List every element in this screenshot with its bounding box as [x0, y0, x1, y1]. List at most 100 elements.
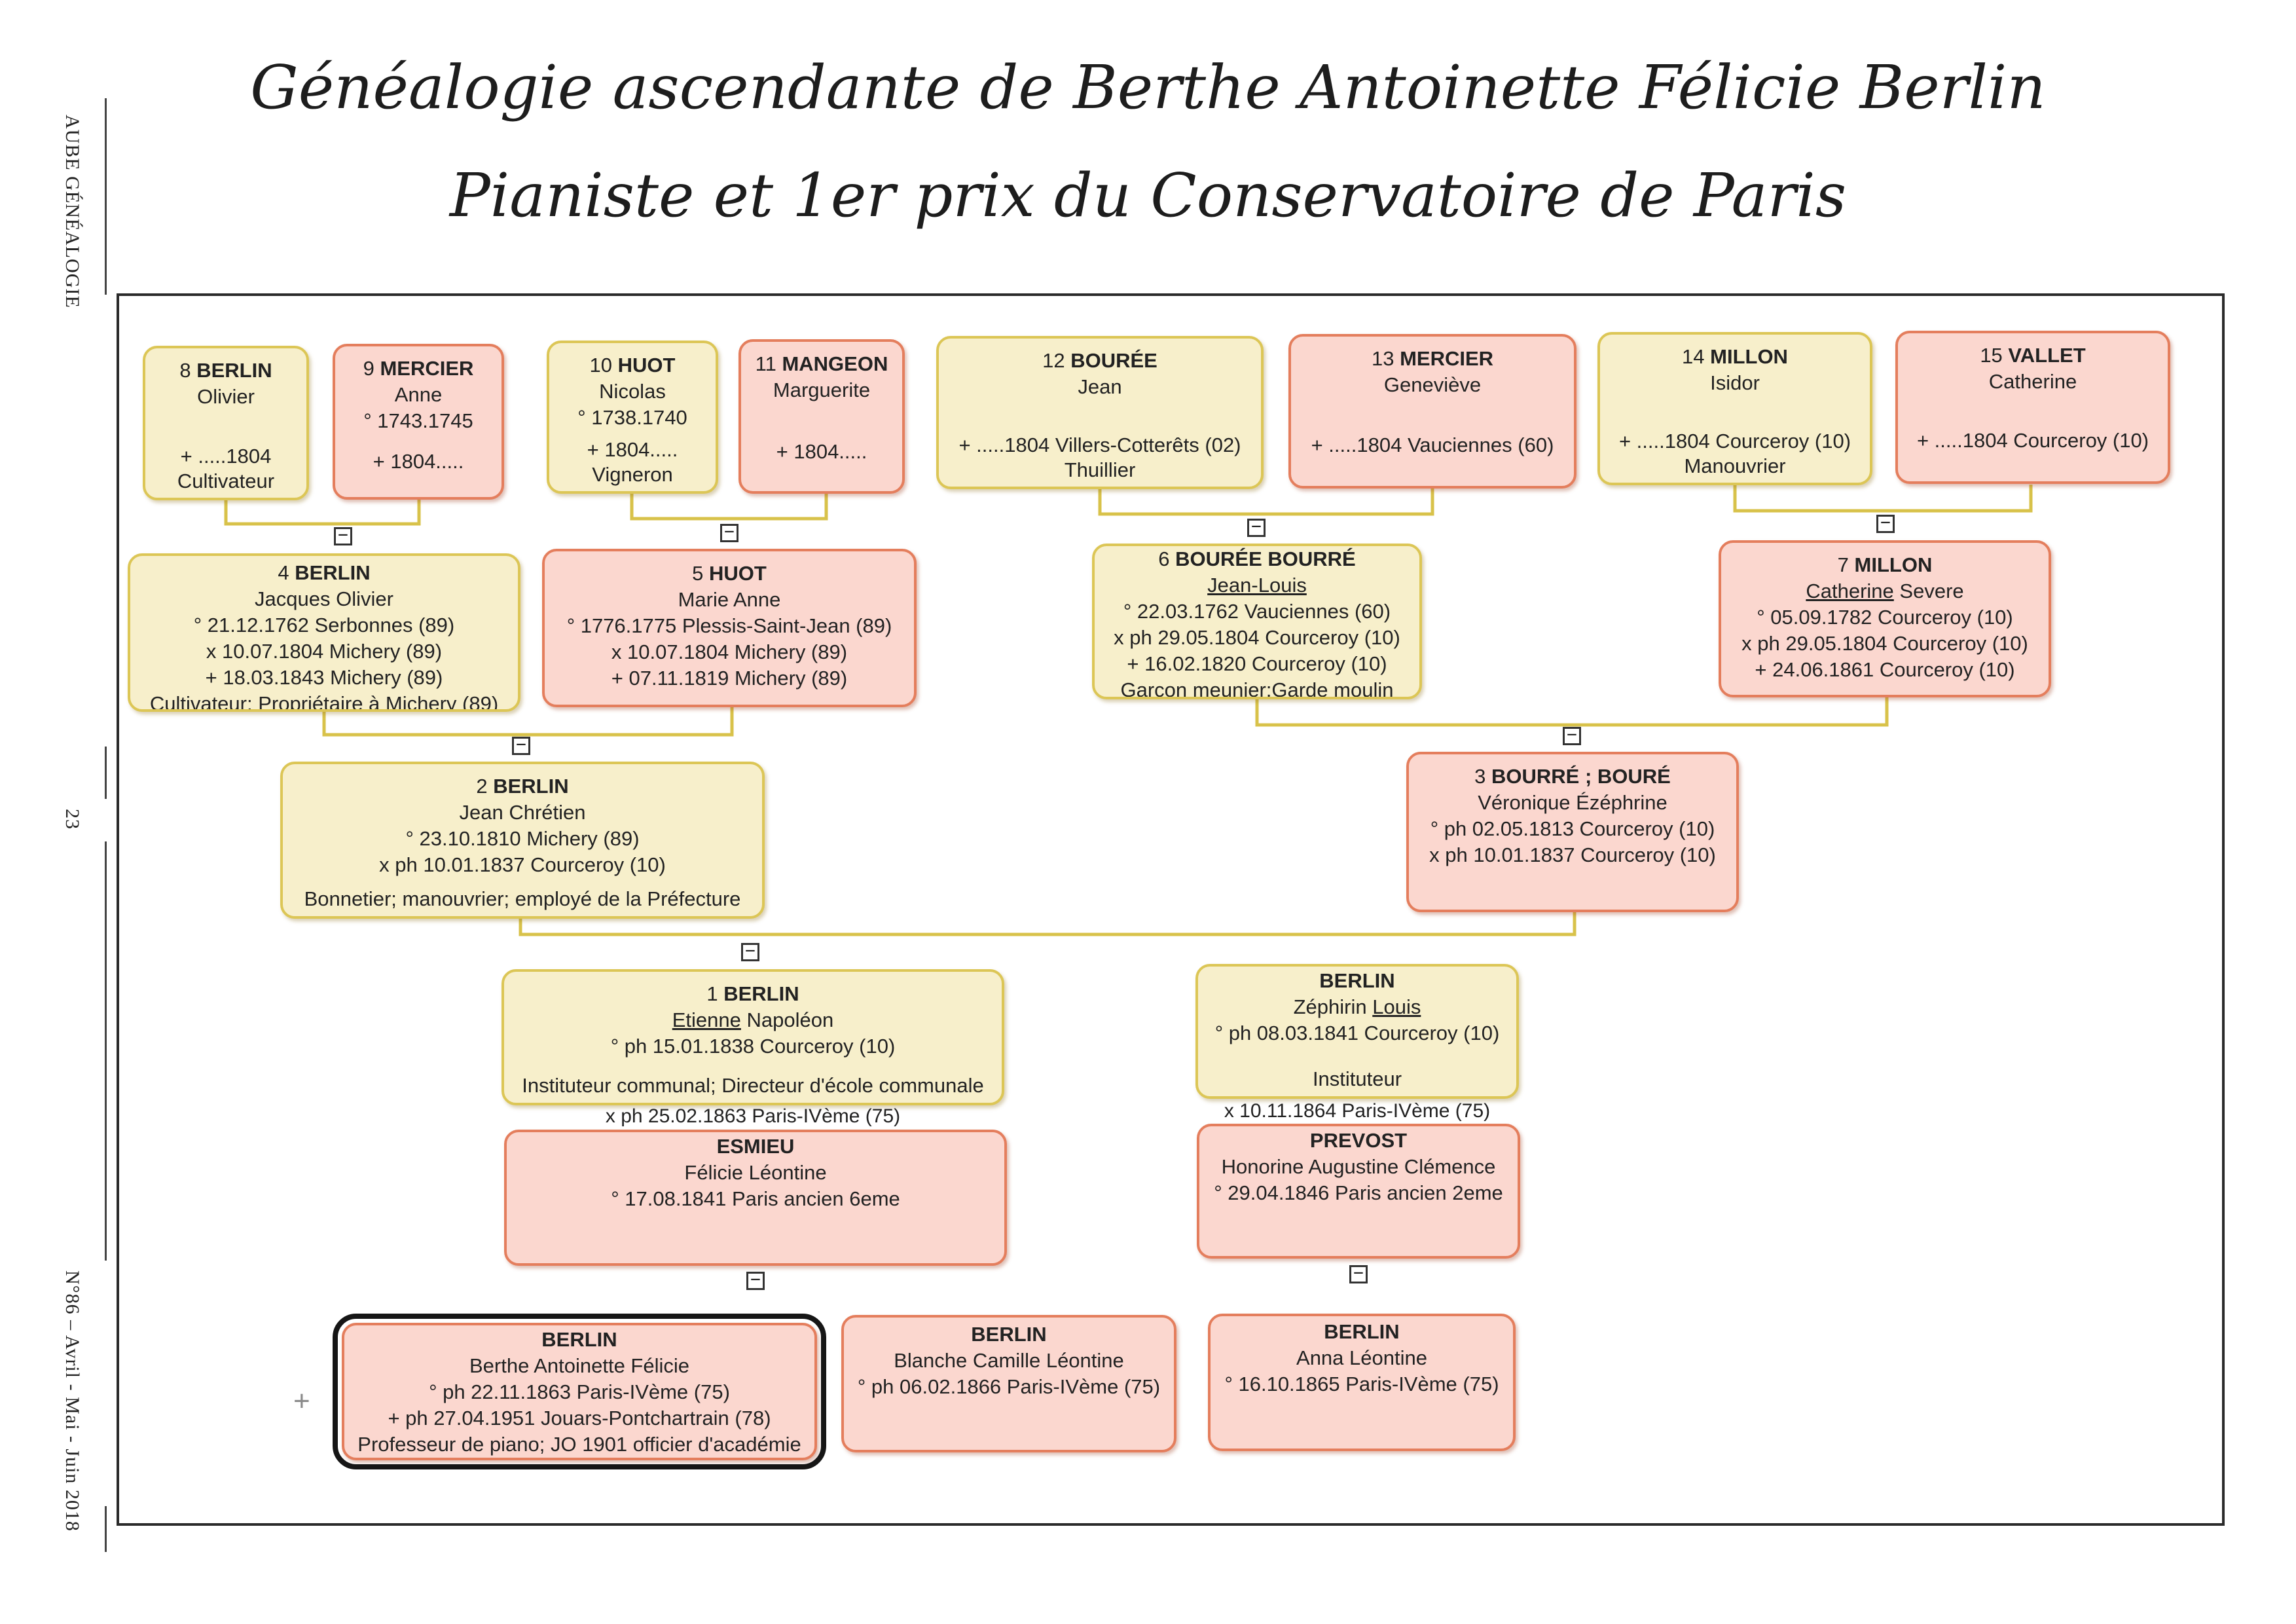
person-1[interactable]: 1 BERLIN Etienne Napoléon ° ph 15.01.183… [501, 969, 1004, 1105]
person-surname: ESMIEU [716, 1135, 795, 1158]
person-13[interactable]: 13 MERCIER Geneviève + .....1804 Vaucien… [1288, 334, 1576, 489]
person-marriage: x ph 29.05.1804 Courceroy (10) [1114, 626, 1400, 649]
person-number: 7 [1837, 553, 1849, 576]
person-surname: PREVOST [1309, 1129, 1408, 1152]
person-surname: MERCIER [380, 357, 474, 380]
person-given-name: Anne [394, 383, 443, 406]
person-number: 6 [1158, 547, 1170, 570]
person-surname: BERLIN [295, 561, 371, 584]
sidebar-rule-bottom [105, 1506, 107, 1552]
person-marriage: x ph 10.01.1837 Courceroy (10) [1429, 843, 1716, 866]
person-death: + ph 27.04.1951 Jouars-Pontchartrain (78… [388, 1407, 771, 1430]
person-berthe-focus[interactable]: BERLIN Berthe Antoinette Félicie ° ph 22… [333, 1314, 826, 1469]
person-5[interactable]: 5 HUOT Marie Anne ° 1776.1775 Plessis-Sa… [542, 549, 917, 707]
person-given-name: Anna Léontine [1296, 1346, 1427, 1369]
person-surname: MERCIER [1400, 347, 1494, 370]
person-zephirin[interactable]: BERLIN Zéphirin Louis ° ph 08.03.1841 Co… [1195, 964, 1519, 1099]
person-number: 8 [179, 359, 191, 382]
person-given-name: Marie Anne [678, 588, 781, 611]
person-given-name: Marguerite [773, 378, 871, 401]
person-birth: ° 1776.1775 Plessis-Saint-Jean (89) [566, 614, 892, 637]
person-esmieu[interactable]: ESMIEU Félicie Léontine ° 17.08.1841 Par… [504, 1130, 1007, 1266]
handwritten-annotation: + [293, 1385, 310, 1417]
person-7[interactable]: 7 MILLON Catherine Severe ° 05.09.1782 C… [1719, 540, 2051, 697]
person-death: + 1804..... [587, 438, 678, 461]
collapse-toggle-4-5[interactable]: − [512, 736, 530, 755]
collapse-toggle-10-11[interactable]: − [720, 523, 738, 542]
person-number: 3 [1474, 765, 1486, 788]
person-15[interactable]: 15 VALLET Catherine + .....1804 Courcero… [1895, 331, 2170, 484]
person-11[interactable]: 11 MANGEON Marguerite + 1804..... [738, 339, 905, 494]
person-birth: ° 29.04.1846 Paris ancien 2eme [1214, 1181, 1503, 1204]
person-death: + 1804..... [373, 450, 464, 473]
person-birth: ° 22.03.1762 Vauciennes (60) [1123, 600, 1391, 623]
collapse-toggle-8-9[interactable]: − [334, 526, 352, 545]
person-given-name: Catherine [1806, 580, 1894, 602]
person-birth: ° 1743.1745 [363, 409, 473, 432]
person-2[interactable]: 2 BERLIN Jean Chrétien ° 23.10.1810 Mich… [280, 762, 765, 919]
person-death: + 18.03.1843 Michery (89) [205, 666, 443, 689]
person-surname: BOURÉE [1070, 349, 1157, 372]
person-birth: ° ph 08.03.1841 Courceroy (10) [1214, 1022, 1500, 1044]
person-given-name: Honorine Augustine Clémence [1221, 1155, 1496, 1178]
sidebar-journal-name: AUBE GÉNÉALOGIE [62, 115, 83, 308]
person-prevost[interactable]: PREVOST Honorine Augustine Clémence ° 29… [1197, 1124, 1520, 1259]
person-surname: MILLON [1710, 345, 1788, 368]
person-occupation: Garçon meunier;Garde moulin [1120, 678, 1394, 699]
marriage-label-2: x 10.11.1864 Paris-IVème (75) [1224, 1100, 1491, 1122]
person-birth: ° 17.08.1841 Paris ancien 6eme [611, 1187, 900, 1210]
collapse-toggle-children-2[interactable]: − [1349, 1264, 1368, 1283]
person-occupation: Vigneron [592, 463, 673, 486]
person-number: 1 [706, 982, 718, 1005]
marriage-label-1: x ph 25.02.1863 Paris-IVème (75) [605, 1105, 901, 1127]
sidebar-rule-top [105, 98, 107, 295]
collapse-toggle-children-1[interactable]: − [746, 1271, 765, 1290]
person-surname: BERLIN [971, 1323, 1047, 1346]
person-surname: BERLIN [1324, 1320, 1400, 1343]
collapse-toggle-12-13[interactable]: − [1247, 518, 1266, 537]
person-given-name: Isidor [1710, 371, 1760, 394]
person-surname: VALLET [2008, 344, 2086, 367]
person-9[interactable]: 9 MERCIER Anne ° 1743.1745 + 1804..... [333, 344, 504, 500]
person-12[interactable]: 12 BOURÉE Jean + .....1804 Villers-Cotte… [936, 336, 1264, 489]
person-6[interactable]: 6 BOURÉE BOURRÉ Jean-Louis ° 22.03.1762 … [1092, 544, 1422, 699]
person-surname: BERLIN [541, 1328, 617, 1351]
person-birth: ° ph 15.01.1838 Courceroy (10) [610, 1035, 896, 1058]
person-surname: BERLIN [196, 359, 272, 382]
person-birth: ° 1738.1740 [577, 406, 687, 429]
person-occupation: Bonnetier; manouvrier; employé de la Pré… [304, 887, 741, 910]
person-birth: ° ph 22.11.1863 Paris-IVème (75) [429, 1380, 730, 1403]
person-given-name: Véronique Ézéphrine [1478, 791, 1667, 814]
collapse-toggle-2-3[interactable]: − [741, 942, 759, 961]
person-10[interactable]: 10 HUOT Nicolas ° 1738.1740 + 1804.....V… [547, 341, 718, 494]
page-subtitle: Pianiste et 1er prix du Conservatoire de… [449, 160, 1847, 231]
person-14[interactable]: 14 MILLON Isidor + .....1804 Courceroy (… [1597, 332, 1872, 485]
person-occupation: Cultivateur [177, 470, 275, 492]
person-death: + .....1804 Vauciennes (60) [1311, 434, 1554, 456]
person-3[interactable]: 3 BOURRÉ ; BOURÉ Véronique Ézéphrine ° p… [1406, 752, 1739, 912]
person-given-name: Jean-Louis [1207, 574, 1307, 597]
person-given-name: Berthe Antoinette Félicie [469, 1354, 690, 1377]
person-birth: ° 23.10.1810 Michery (89) [405, 827, 640, 850]
person-blanche[interactable]: BERLIN Blanche Camille Léontine ° ph 06.… [841, 1315, 1176, 1452]
tree-frame [117, 293, 2225, 1526]
person-anna[interactable]: BERLIN Anna Léontine ° 16.10.1865 Paris-… [1208, 1314, 1516, 1451]
person-given-name-2: Louis [1372, 995, 1421, 1018]
person-number: 15 [1980, 344, 2003, 367]
person-occupation: Instituteur communal; Directeur d'école … [522, 1074, 984, 1097]
person-given-name-2: Severe [1899, 580, 1964, 602]
person-4[interactable]: 4 BERLIN Jacques Olivier ° 21.12.1762 Se… [128, 553, 520, 712]
person-number: 11 [755, 352, 776, 375]
collapse-toggle-6-7[interactable]: − [1563, 726, 1581, 745]
person-given-name: Jean [1078, 375, 1122, 398]
person-number: 13 [1371, 347, 1394, 370]
person-surname: MILLON [1854, 553, 1933, 576]
sidebar-rule-mid1 [105, 747, 107, 799]
collapse-toggle-14-15[interactable]: − [1876, 514, 1895, 533]
person-number: 2 [476, 775, 488, 798]
person-marriage: x 10.07.1804 Michery (89) [206, 640, 443, 663]
person-occupation: Professeur de piano; JO 1901 officier d'… [357, 1433, 801, 1456]
person-number: 5 [692, 562, 704, 585]
page-title: Généalogie ascendante de Berthe Antoinet… [250, 52, 2046, 122]
